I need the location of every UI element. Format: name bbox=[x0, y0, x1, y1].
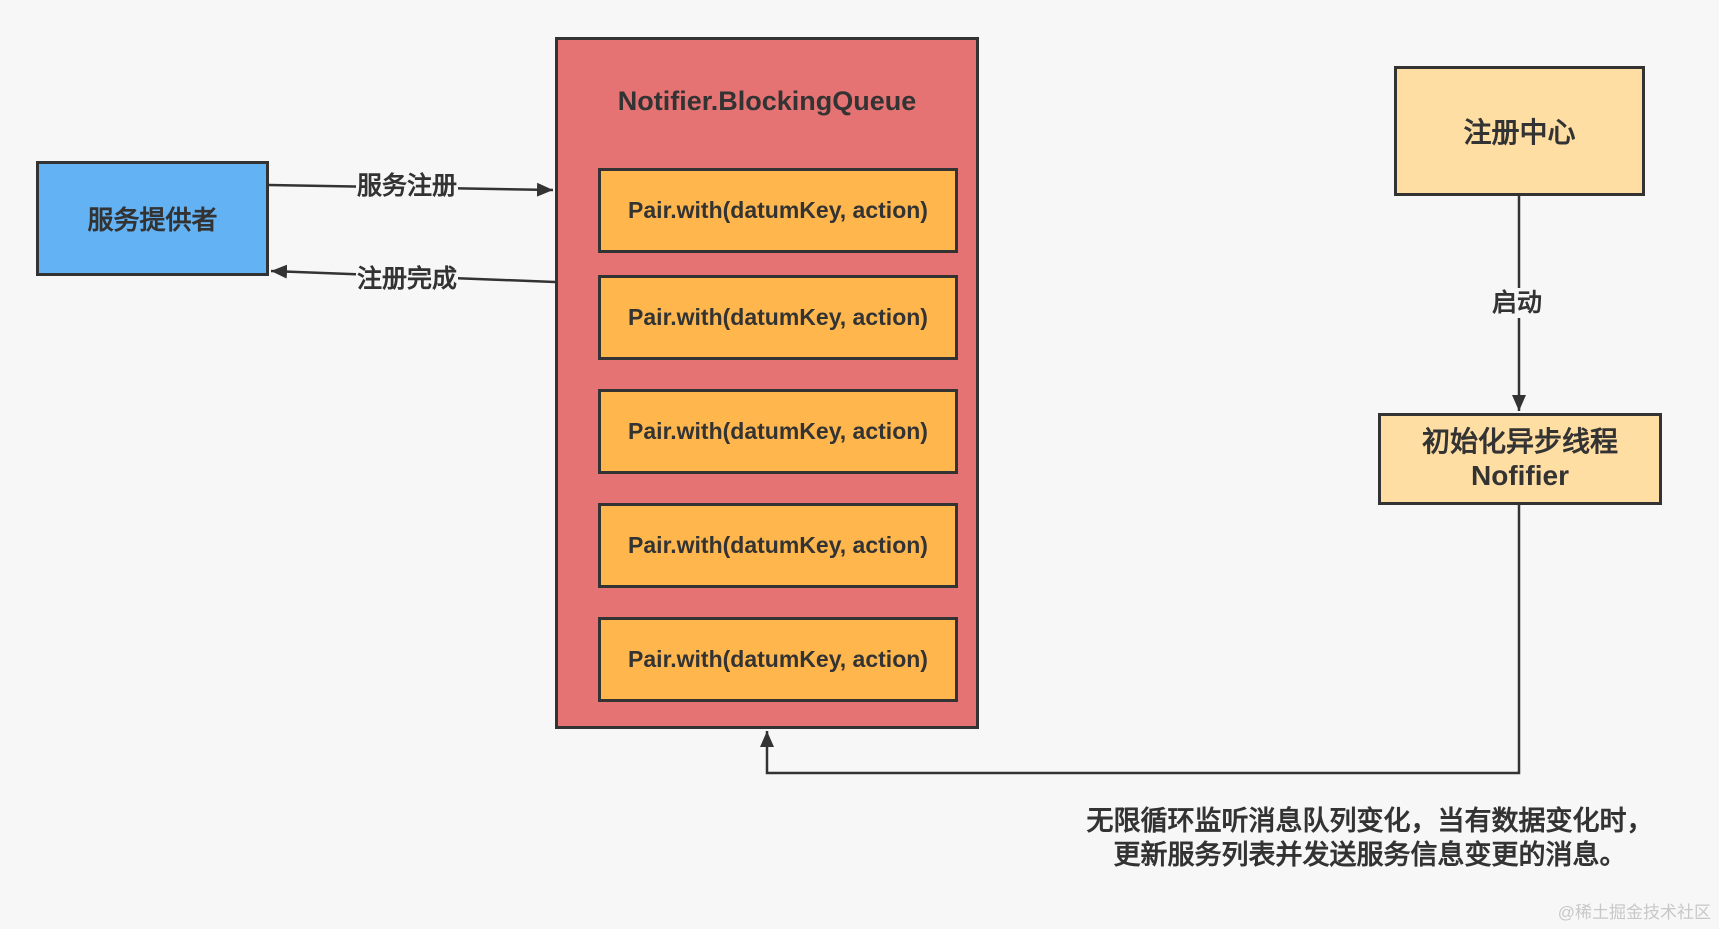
register-edge-label: 服务注册 bbox=[356, 171, 459, 201]
watermark: @稀土掘金技术社区 bbox=[1557, 903, 1711, 922]
note-line2: 更新服务列表并发送服务信息变更的消息。 bbox=[1113, 840, 1627, 870]
note-line1: 无限循环监听消息队列变化，当有数据变化时， bbox=[1086, 806, 1654, 836]
queue-item: Pair.with(datumKey, action) bbox=[598, 389, 958, 474]
blocking-queue-box: Notifier.BlockingQueue Pair.with(datumKe… bbox=[555, 37, 979, 729]
queue-item: Pair.with(datumKey, action) bbox=[598, 168, 958, 253]
init-notifier-line1: 初始化异步线程 bbox=[1421, 426, 1618, 457]
init-notifier-box: 初始化异步线程 Nofifier bbox=[1378, 413, 1662, 505]
loop-description-note: 无限循环监听消息队列变化，当有数据变化时， 更新服务列表并发送服务信息变更的消息… bbox=[1060, 804, 1680, 872]
start-edge-label: 启动 bbox=[1491, 288, 1544, 318]
listen-arrow bbox=[760, 505, 1521, 775]
blocking-queue-title: Notifier.BlockingQueue bbox=[617, 86, 917, 116]
service-provider-label: 服务提供者 bbox=[87, 205, 218, 235]
done-edge-label: 注册完成 bbox=[356, 264, 459, 294]
service-provider-box: 服务提供者 bbox=[36, 161, 269, 276]
registry-center-label: 注册中心 bbox=[1463, 117, 1576, 148]
registry-center-box: 注册中心 bbox=[1394, 66, 1645, 196]
queue-item: Pair.with(datumKey, action) bbox=[598, 503, 958, 588]
queue-item: Pair.with(datumKey, action) bbox=[598, 275, 958, 360]
init-notifier-line2: Nofifier bbox=[1471, 460, 1569, 491]
queue-item: Pair.with(datumKey, action) bbox=[598, 617, 958, 702]
